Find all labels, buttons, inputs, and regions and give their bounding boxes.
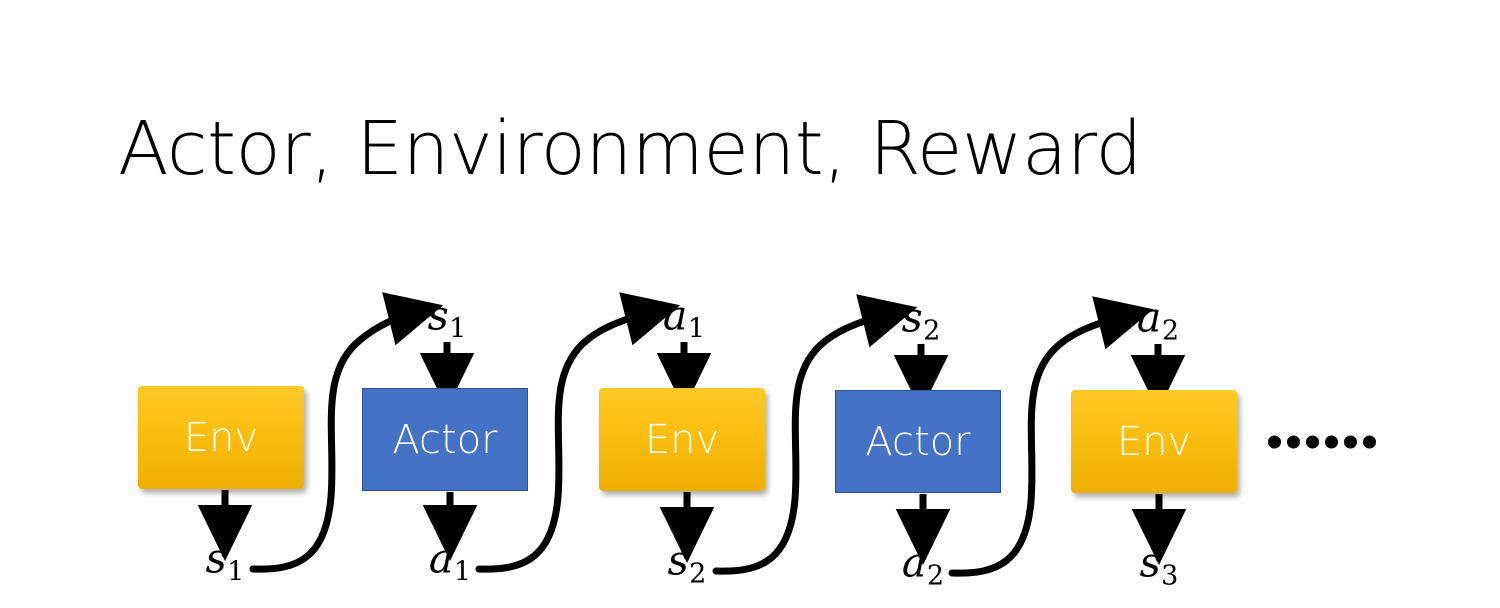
node-label: Actor — [392, 416, 498, 463]
subscript: 1 — [449, 313, 467, 345]
node-label: Actor — [865, 418, 971, 465]
ellipsis-dot — [1344, 435, 1357, 449]
subscript: 1 — [687, 313, 706, 345]
subscript: 2 — [926, 560, 945, 592]
symbol: a — [662, 291, 688, 340]
ellipsis-dot — [1325, 435, 1338, 449]
curve-a2-to-env3 — [948, 296, 1154, 577]
symbol: s — [427, 291, 449, 340]
subscript: 2 — [923, 315, 941, 347]
curve-a1-to-env2 — [475, 292, 681, 573]
label-bottom-a1: a1 — [429, 538, 472, 588]
node-label: Env — [1116, 418, 1192, 465]
symbol: s — [1139, 538, 1161, 587]
ellipsis-indicator — [1268, 435, 1376, 449]
node-label: Env — [183, 414, 259, 461]
label-bottom-s2: s2 — [668, 540, 707, 590]
label-bottom-a2: a2 — [902, 542, 945, 592]
ellipsis-dot — [1287, 435, 1300, 449]
subscript: 2 — [1161, 315, 1180, 347]
symbol: s — [667, 536, 689, 585]
label-top-a2: a2 — [1137, 297, 1180, 347]
label-top-s1: s1 — [428, 295, 467, 345]
symbol: a — [1136, 293, 1162, 342]
ellipsis-dot — [1306, 435, 1319, 449]
label-top-a1: a1 — [663, 295, 706, 345]
subscript: 1 — [453, 556, 472, 588]
symbol: a — [428, 534, 454, 583]
ellipsis-dot — [1268, 435, 1281, 449]
label-top-s2: s2 — [902, 297, 941, 347]
symbol: s — [901, 293, 923, 342]
symbol: a — [901, 538, 927, 587]
ellipsis-dot — [1363, 435, 1376, 449]
page-title: Actor, Environment, Reward — [118, 106, 1142, 192]
node-actor-1[interactable]: Actor — [362, 388, 528, 491]
symbol: s — [205, 534, 227, 583]
node-env-3[interactable]: Env — [1071, 390, 1237, 493]
subscript: 2 — [689, 558, 707, 590]
label-bottom-s3: s3 — [1140, 542, 1179, 592]
node-env-1[interactable]: Env — [138, 386, 304, 489]
curve-s1-to-actor1 — [249, 292, 444, 573]
node-env-2[interactable]: Env — [599, 388, 765, 491]
curve-s2-to-actor2 — [712, 294, 918, 575]
label-bottom-s1: s1 — [206, 538, 245, 588]
subscript: 3 — [1161, 560, 1179, 592]
node-actor-2[interactable]: Actor — [835, 390, 1001, 493]
node-label: Env — [644, 416, 720, 463]
subscript: 1 — [227, 556, 245, 588]
